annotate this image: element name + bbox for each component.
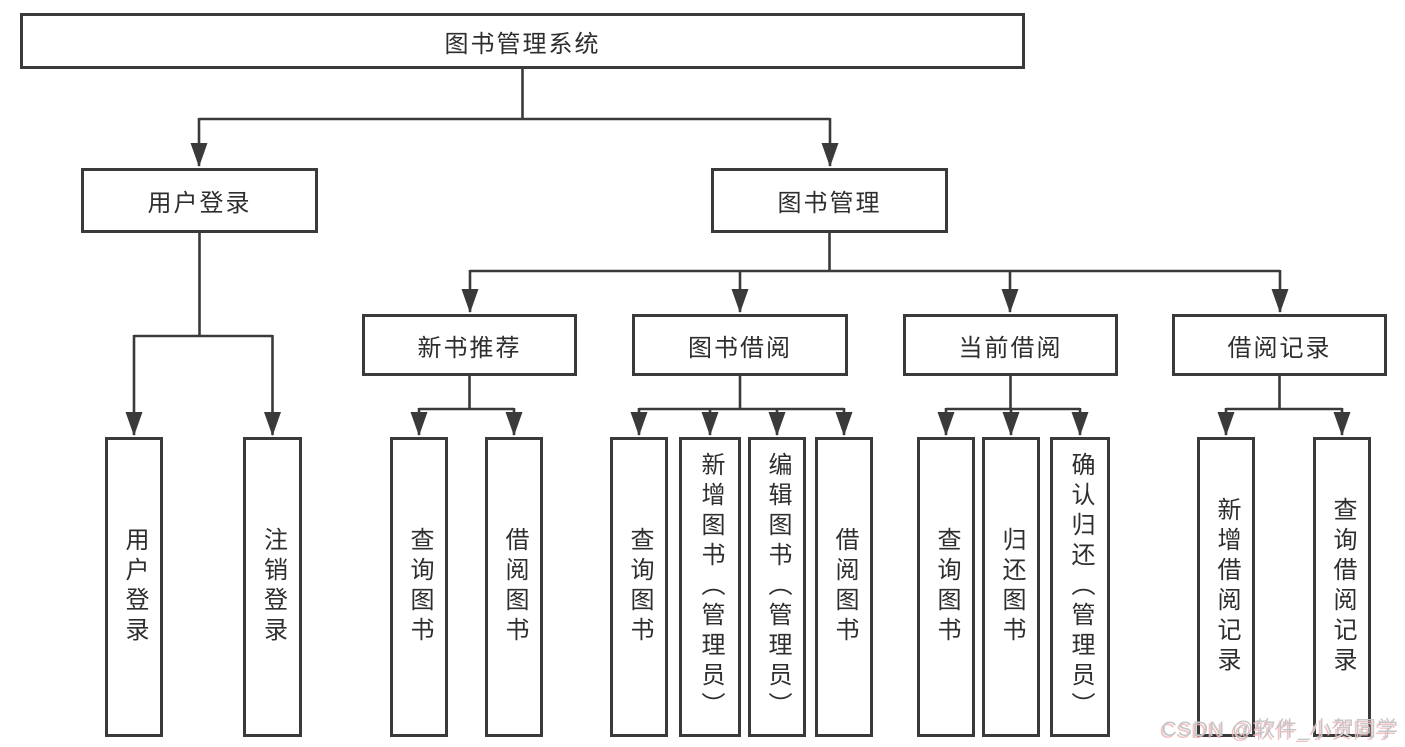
leaf-return-books: 归还图书 <box>982 437 1040 737</box>
node-borrowing-records-label: 借阅记录 <box>1227 334 1332 362</box>
node-new-book-recommend-label: 新书推荐 <box>417 334 522 362</box>
leaf-user-login-label: 用户登录 <box>121 527 148 647</box>
leaf-confirm-return-admin: 确认归还（管理员） <box>1050 437 1110 737</box>
node-user-login: 用户登录 <box>81 168 318 233</box>
leaf-query-books-recommend-label: 查询图书 <box>406 527 433 647</box>
node-user-login-label: 用户登录 <box>147 190 252 217</box>
node-borrowing-records: 借阅记录 <box>1172 314 1387 376</box>
leaf-query-books-borrowing-label: 查询图书 <box>626 527 653 647</box>
leaf-borrow-books-recommend-label: 借阅图书 <box>501 527 528 647</box>
leaf-edit-books-admin-label: 编辑图书（管理员） <box>764 452 791 722</box>
leaf-user-login: 用户登录 <box>105 437 163 737</box>
leaf-confirm-return-admin-label: 确认归还（管理员） <box>1067 452 1094 722</box>
leaf-edit-books-admin: 编辑图书（管理员） <box>748 437 806 737</box>
node-library-system-label: 图书管理系统 <box>444 30 601 58</box>
leaf-add-books-admin: 新增图书（管理员） <box>679 437 741 737</box>
leaf-add-books-admin-label: 新增图书（管理员） <box>697 452 724 722</box>
node-current-borrowing: 当前借阅 <box>903 314 1118 376</box>
node-book-borrowing: 图书借阅 <box>632 314 848 376</box>
node-library-system: 图书管理系统 <box>20 13 1025 69</box>
leaf-borrow-books-recommend: 借阅图书 <box>485 437 543 737</box>
leaf-borrow-books-borrowing: 借阅图书 <box>815 437 873 737</box>
leaf-add-borrow-record: 新增借阅记录 <box>1197 437 1255 737</box>
leaf-query-books-recommend: 查询图书 <box>390 437 448 737</box>
leaf-query-books-current-label: 查询图书 <box>933 527 960 647</box>
leaf-borrow-books-borrowing-label: 借阅图书 <box>831 527 858 647</box>
node-current-borrowing-label: 当前借阅 <box>958 334 1063 362</box>
leaf-add-borrow-record-label: 新增借阅记录 <box>1213 497 1240 677</box>
leaf-query-borrow-record: 查询借阅记录 <box>1313 437 1371 737</box>
leaf-return-books-label: 归还图书 <box>998 527 1025 647</box>
node-book-management-label: 图书管理 <box>777 190 882 217</box>
leaf-query-books-current: 查询图书 <box>917 437 975 737</box>
leaf-logout-label: 注销登录 <box>259 527 287 647</box>
node-book-borrowing-label: 图书借阅 <box>688 334 792 362</box>
node-new-book-recommend: 新书推荐 <box>362 314 577 376</box>
leaf-query-borrow-record-label: 查询借阅记录 <box>1329 497 1356 677</box>
leaf-logout: 注销登录 <box>243 437 302 737</box>
node-book-management: 图书管理 <box>711 168 948 233</box>
csdn-watermark: CSDN @软件_小贺同学 <box>1161 718 1399 741</box>
leaf-query-books-borrowing: 查询图书 <box>610 437 668 737</box>
